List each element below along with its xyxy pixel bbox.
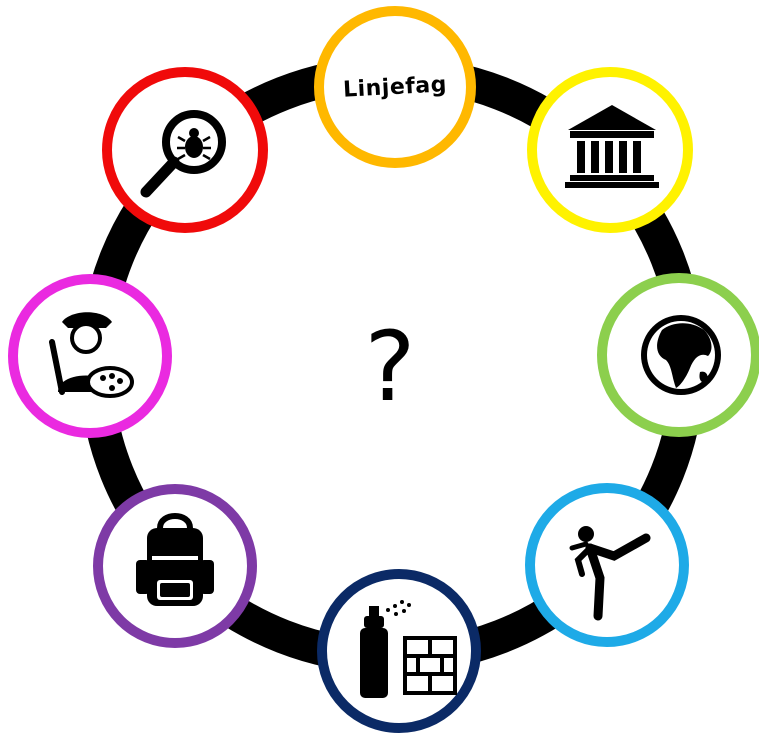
backpack-icon: [136, 513, 214, 606]
node-graffiti: [317, 569, 481, 733]
spray-can-brick-wall-icon: [360, 600, 457, 698]
node-art: [8, 274, 172, 438]
linjefag-label: Linjefag: [343, 72, 448, 102]
node-ring-graffiti: [317, 569, 481, 733]
painter-palette-icon: [49, 312, 134, 398]
node-martial-arts: [525, 483, 689, 647]
globe-icon: [641, 315, 721, 395]
node-ring-martial-arts: [525, 483, 689, 647]
node-ring-art: [8, 274, 172, 438]
node-backpack: [93, 484, 257, 648]
node-linjefag: Linjefag: [314, 6, 476, 168]
center-question-mark: ?: [365, 311, 416, 423]
node-history: [527, 67, 693, 233]
node-investigation: [102, 67, 268, 233]
node-geography: [597, 273, 759, 437]
karate-kick-icon: [569, 526, 651, 621]
museum-building-icon: [565, 105, 659, 188]
node-ring-linjefag: [314, 6, 476, 168]
magnifier-bug-icon: [140, 110, 226, 198]
